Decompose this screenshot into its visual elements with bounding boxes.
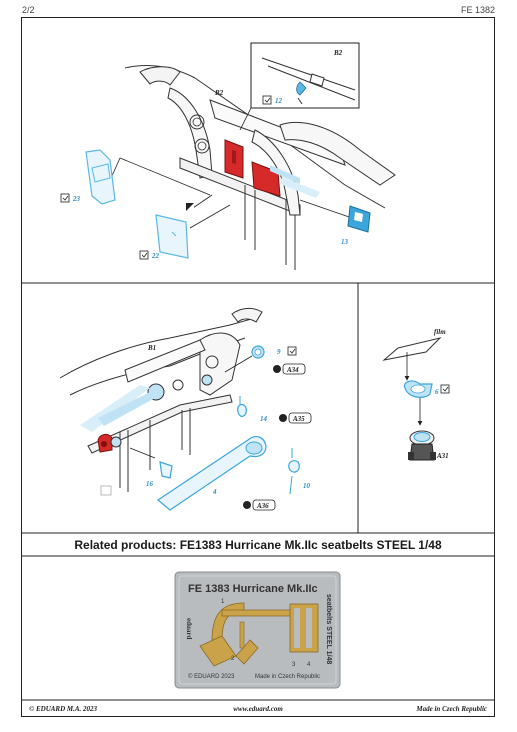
fret-title: FE 1383 Hurricane Mk.IIc [188, 583, 318, 595]
part-number-9: 9 [277, 348, 281, 356]
part-number-10: 10 [303, 482, 311, 490]
fret-part-1: 1 [221, 599, 225, 605]
part-number-22: 22 [151, 252, 160, 260]
mid-right-diagram: film A31 6 [382, 328, 450, 461]
label-b1: B1 [147, 344, 156, 352]
pe-fret: FE 1383 Hurricane Mk.IIc seatbelts STEEL… [174, 571, 341, 689]
part-14-shape [237, 403, 247, 417]
part-number-12: 12 [275, 97, 283, 105]
footer-copyright: © EDUARD M.A. 2023 [29, 705, 98, 713]
ref-icon-a36 [243, 501, 251, 509]
fret-copyright: © EDUARD 2023 [188, 673, 235, 680]
part-number-13: 13 [341, 238, 349, 246]
check-box-22 [139, 250, 149, 260]
fret-part-3: 3 [292, 662, 296, 668]
ref-label-a34: A34 [286, 366, 299, 374]
part-number-23: 23 [72, 195, 81, 203]
instruction-frame [21, 17, 495, 717]
footer-made-in: Made in Czech Republic [416, 705, 487, 713]
fret-made-in: Made in Czech Republic [255, 674, 320, 680]
fret-part-2: 2 [231, 656, 235, 662]
fret-side-text: seatbelts STEEL 1/48 [325, 594, 332, 664]
footer-website[interactable]: www.eduard.com [233, 705, 283, 713]
ref-icon-a35 [279, 414, 287, 422]
part-10-shape [288, 460, 300, 473]
page-number: 2/2 [22, 5, 35, 15]
part-22-shape [155, 214, 189, 259]
part-12-shape [296, 81, 307, 96]
part-number-14: 14 [260, 415, 268, 423]
label-a31: A31 [436, 452, 449, 460]
part-number-4: 4 [212, 488, 217, 496]
label-b2-inset: B2 [333, 49, 343, 57]
bend-box-16 [100, 485, 112, 496]
product-code: FE 1382 [460, 5, 495, 15]
fret-part-4: 4 [307, 662, 311, 668]
check-box-23 [60, 193, 70, 203]
top-diagram: B2 B2 12 13 22 23 [60, 42, 396, 270]
part-number-6: 6 [435, 388, 439, 396]
part-4-strap [156, 436, 267, 511]
ref-label-a36: A36 [256, 502, 269, 510]
related-products: Related products: FE1383 Hurricane Mk.II… [74, 538, 442, 552]
fret-brand: eduard [185, 618, 193, 640]
check-box-12 [262, 95, 272, 105]
check-box-9 [287, 346, 297, 356]
check-box-6 [440, 384, 450, 394]
part-23-shape [85, 149, 116, 205]
mid-left-diagram: B1 4 9 10 14 16 A34 A35 A36 [59, 307, 312, 511]
film-sheet [382, 337, 442, 361]
label-b2-main: B2 [214, 89, 224, 97]
ref-icon-a34 [273, 365, 281, 373]
footer: © EDUARD M.A. 2023 www.eduard.com Made i… [29, 702, 487, 716]
part-16-shape [159, 461, 173, 479]
part-number-16: 16 [146, 480, 154, 488]
ref-label-a35: A35 [292, 415, 305, 423]
label-film: film [434, 328, 446, 336]
